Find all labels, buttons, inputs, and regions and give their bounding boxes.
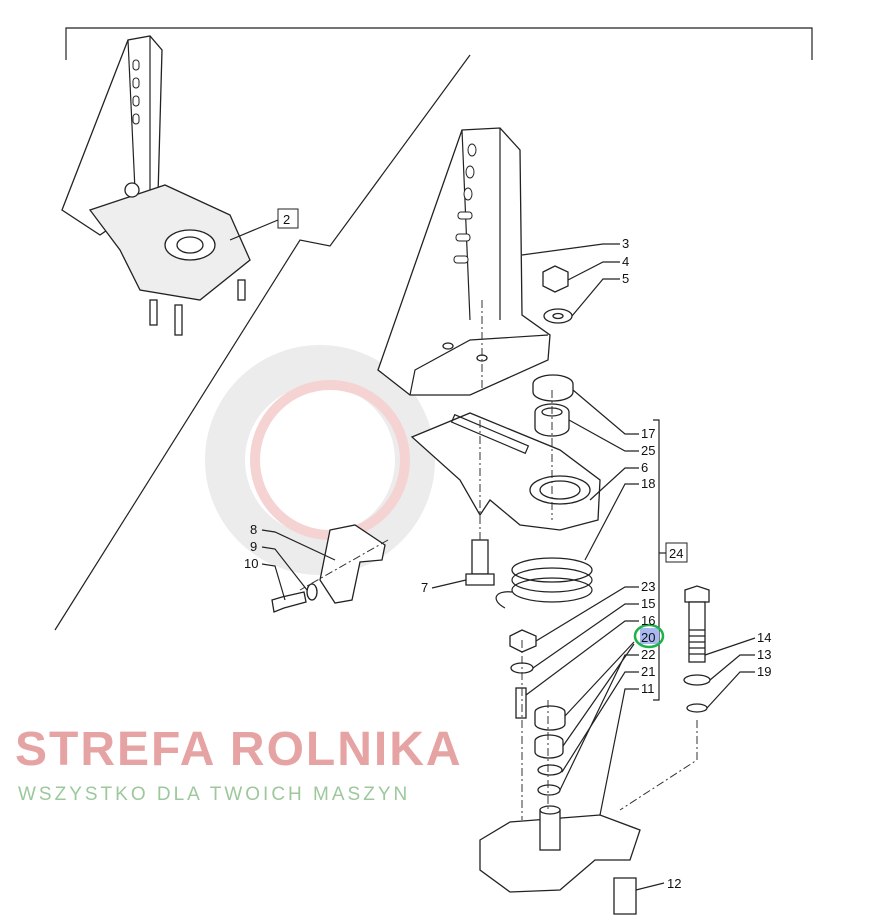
- part-14-bolt: [684, 585, 710, 663]
- part-9-washer: [306, 583, 318, 601]
- callout-22[interactable]: 22: [641, 647, 655, 662]
- callout-12[interactable]: 12: [667, 876, 681, 891]
- callout-15[interactable]: 15: [641, 596, 655, 611]
- part-12-bushing: [613, 877, 637, 915]
- callout-3[interactable]: 3: [622, 236, 629, 251]
- callout-16[interactable]: 16: [641, 613, 655, 628]
- top-frame-bracket: [65, 27, 813, 60]
- callout-17[interactable]: 17: [641, 426, 655, 441]
- part-7-bolt: [465, 539, 495, 586]
- part-6-swivel-plate: [410, 412, 601, 531]
- callout-25[interactable]: 25: [641, 443, 655, 458]
- watermark-subtitle: WSZYSTKO DLA TWOICH MASZYN: [18, 784, 410, 805]
- part-20-bearing: [534, 705, 566, 731]
- part-23-nut: [509, 629, 537, 653]
- callout-19[interactable]: 19: [757, 664, 771, 679]
- watermark: STREFA ROLNIKA WSZYSTKO DLA TWOICH MASZY…: [15, 723, 463, 805]
- callout-6[interactable]: 6: [641, 460, 648, 475]
- callout-20-highlight: [640, 628, 659, 644]
- callout-box-24: [665, 542, 688, 563]
- callout-4[interactable]: 4: [622, 254, 629, 269]
- part-13-washer: [683, 674, 711, 686]
- callout-14[interactable]: 14: [757, 630, 771, 645]
- part-3-bracket: [377, 127, 551, 396]
- part-16-pin: [515, 687, 527, 719]
- callout-13[interactable]: 13: [757, 647, 771, 662]
- callout-21[interactable]: 21: [641, 664, 655, 679]
- callout-20-ring: [633, 623, 665, 649]
- part-19-ring: [686, 703, 708, 713]
- callout-20[interactable]: 20: [641, 630, 655, 645]
- callout-box-2: [277, 208, 299, 229]
- callout-23[interactable]: 23: [641, 579, 655, 594]
- callout-10[interactable]: 10: [244, 556, 258, 571]
- callout-24[interactable]: 24: [669, 546, 683, 561]
- callout-5[interactable]: 5: [622, 271, 629, 286]
- part-17-cap: [532, 374, 574, 402]
- callout-9[interactable]: 9: [250, 539, 257, 554]
- callout-18[interactable]: 18: [641, 476, 655, 491]
- watermark-title: STREFA ROLNIKA: [15, 723, 463, 776]
- part-11-base-plate: [479, 805, 641, 893]
- part-10-bolt: [271, 591, 307, 613]
- leader-lines: [261, 243, 756, 891]
- assembly-axis-lines: [299, 300, 698, 820]
- callout-7[interactable]: 7: [421, 580, 428, 595]
- part-18-spring: [495, 557, 593, 609]
- part-21-ring: [537, 764, 563, 776]
- callout-11[interactable]: 11: [641, 681, 655, 696]
- group-24-bracket: [653, 419, 660, 701]
- leader-2: [229, 219, 279, 241]
- part-4-nut: [542, 265, 569, 293]
- part-22-bearing: [534, 734, 564, 759]
- callout-8[interactable]: 8: [250, 522, 257, 537]
- overview-assembly: [61, 35, 251, 336]
- callout-2: 2: [283, 212, 290, 227]
- part-8-clip: [319, 524, 386, 604]
- detail-separator-line: [54, 54, 471, 631]
